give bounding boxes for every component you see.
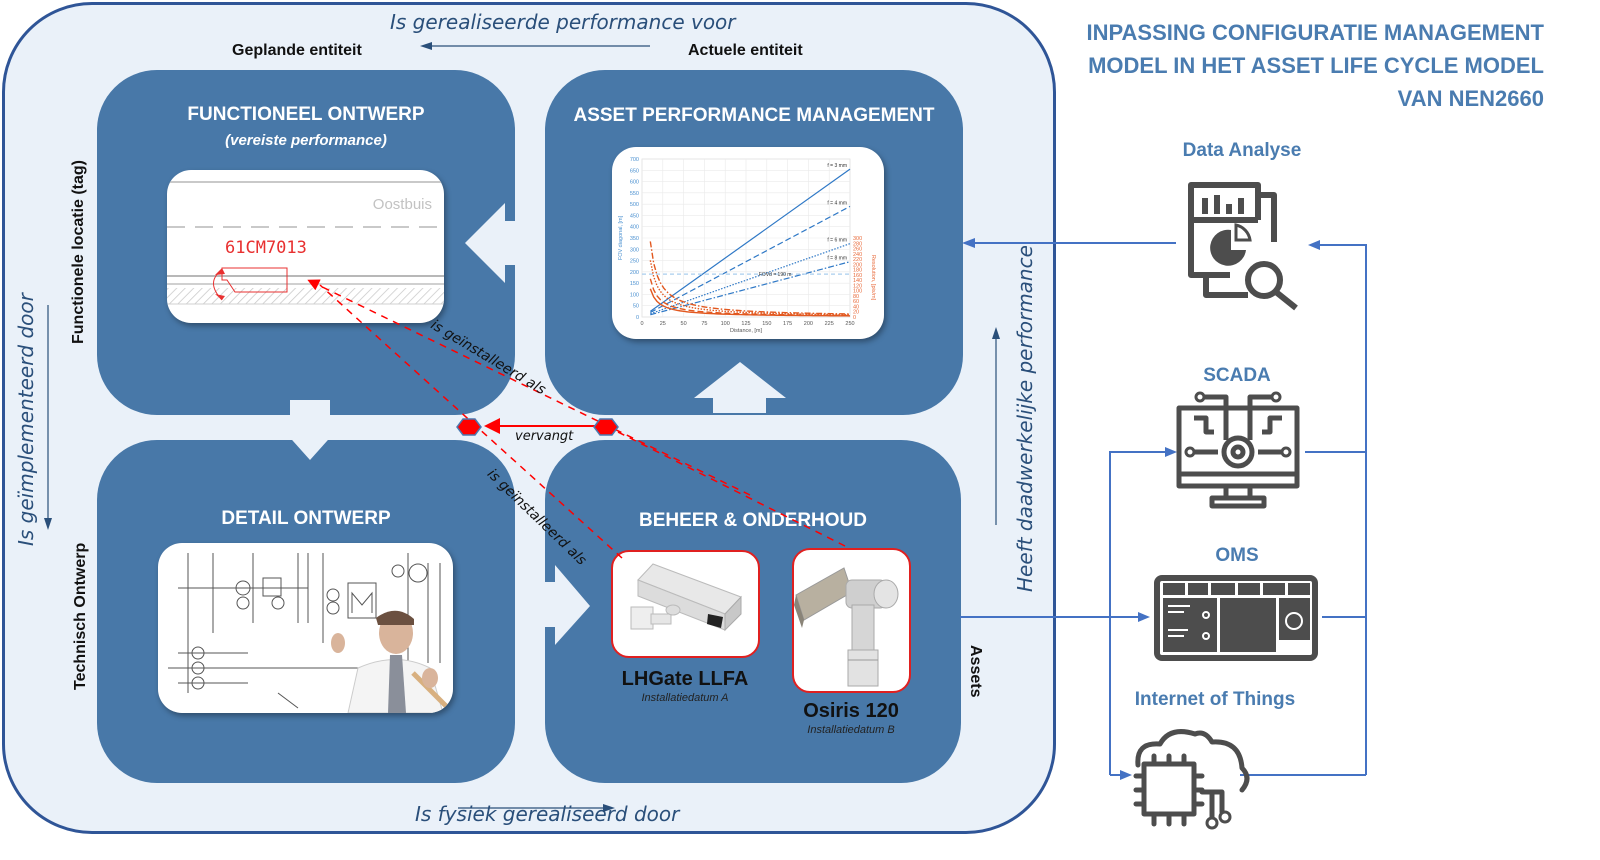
chart-x-tick-label: 100 — [721, 321, 730, 327]
chart-x-tick-label: 75 — [701, 321, 707, 327]
chart-x-tick-label: 0 — [640, 321, 643, 327]
chart-x-tick-label: 200 — [804, 321, 813, 327]
relation-top-arrow — [420, 42, 650, 50]
relation-bottom-arrow — [458, 804, 615, 812]
asset-install-date: Installatiedatum A — [641, 692, 729, 704]
schematic-svg — [168, 553, 450, 713]
chart-x-tick-label: 150 — [762, 321, 771, 327]
chart-y2-tick-label: 240 — [853, 252, 862, 258]
asset-tag: 61CM7013 — [225, 238, 307, 258]
tube-label: Oostbuis — [372, 196, 432, 213]
chart-y-tick-label: 50 — [633, 304, 639, 310]
chart-y2-tick-label: 100 — [853, 289, 862, 295]
system-label-iot: Internet of Things — [1134, 689, 1296, 710]
chart-y-tick-label: 250 — [630, 259, 639, 265]
chart-y2-tick-label: 80 — [853, 294, 859, 300]
chart-x-tick-label: 50 — [681, 321, 687, 327]
technical-design-label: Technisch Ontwerp — [72, 542, 89, 690]
chart-y-tick-label: 150 — [630, 281, 639, 287]
chart-y-tick-label: 100 — [630, 292, 639, 298]
chart-series-annotation: f = 3 mm — [827, 163, 847, 169]
chart-x-tick-label: 125 — [741, 321, 750, 327]
chart-series-line — [650, 243, 851, 315]
chart-series-annotation: f = 4 mm — [827, 200, 847, 206]
chart-x-axis-label: Distance, [m] — [730, 328, 763, 334]
chart-series-annotation: FOVd = 190 m — [759, 272, 792, 278]
chart-y-tick-label: 350 — [630, 236, 639, 242]
chart-x-tick-label: 25 — [660, 321, 666, 327]
chart-y-tick-label: 550 — [630, 191, 639, 197]
oms-dashboard-icon — [1154, 575, 1318, 661]
chart-y2-tick-label: 140 — [853, 278, 862, 284]
relation-left-arrow — [44, 305, 52, 530]
chart-series-annotation: f = 8 mm — [827, 256, 847, 262]
tunnel-drawing: Oostbuis 61CM7013 — [167, 170, 444, 323]
chart-y-tick-label: 500 — [630, 202, 639, 208]
planned-entity-label: Geplande entiteit — [232, 42, 362, 59]
chart-y2-axis-label: Resolution, [pix/m] — [870, 255, 876, 301]
quadrant-subtitle: (vereiste performance) — [225, 132, 387, 149]
chart-x-tick-label: 250 — [845, 321, 854, 327]
chart-y-tick-label: 600 — [630, 180, 639, 186]
relation-right-arrow — [992, 327, 1000, 525]
actual-entity-label: Actuele entiteit — [688, 42, 803, 59]
chart-y2-tick-label: 60 — [853, 299, 859, 305]
engineer-figure — [331, 610, 450, 713]
chart-y2-tick-label: 0 — [853, 315, 856, 321]
chart-y2-tick-label: 260 — [853, 247, 862, 253]
chart-y-tick-label: 200 — [630, 270, 639, 276]
chart-y2-tick-label: 20 — [853, 310, 859, 316]
assets-label: Assets — [967, 645, 984, 698]
asset-name: Osiris 120 — [803, 700, 899, 722]
title-line: INPASSING CONFIGURATIE MANAGEMENT — [1086, 20, 1544, 45]
quadrant-title: FUNCTIONEEL ONTWERP — [187, 104, 425, 125]
asset-name: LHGate LLFA — [621, 668, 749, 690]
chart-y-tick-label: 300 — [630, 247, 639, 253]
chart-y2-tick-label: 180 — [853, 268, 862, 274]
box-camera-icon — [630, 563, 742, 632]
system-label-scada: SCADA — [1203, 365, 1271, 386]
relation-left-label: Is geïmplementeerd door — [14, 293, 38, 546]
chart-y2-tick-label: 120 — [853, 283, 862, 289]
data-analysis-icon — [1188, 182, 1298, 311]
chart-x-tick-label: 225 — [825, 321, 834, 327]
chart-y-tick-label: 0 — [636, 315, 639, 321]
chart-y2-tick-label: 300 — [853, 236, 862, 242]
relation-replaces: vervangt — [515, 429, 574, 444]
relation-top-label: Is gerealiseerde performance voor — [390, 10, 736, 34]
iot-cloud-chip-icon — [1133, 729, 1250, 830]
system-label-data-analysis: Data Analyse — [1182, 140, 1302, 161]
chart-y-tick-label: 450 — [630, 213, 639, 219]
quadrant-title: ASSET PERFORMANCE MANAGEMENT — [573, 105, 935, 126]
chart-y-tick-label: 700 — [630, 157, 639, 163]
scada-monitor-icon — [1176, 391, 1300, 509]
asset-card-lhgate[interactable] — [611, 550, 760, 658]
chart-y-axis-label: FOV diagonal, [m] — [618, 215, 624, 260]
chart-y-tick-label: 650 — [630, 168, 639, 174]
relation-bottom-label: Is fysiek gerealiseerd door — [415, 802, 680, 826]
engineer-schematic-photo — [158, 543, 453, 713]
chart-series-annotation: f = 6 mm — [827, 238, 847, 244]
title-line: MODEL IN HET ASSET LIFE CYCLE MODEL — [1088, 53, 1544, 78]
relation-right-label: Heeft daadwerkelijke performance — [1013, 245, 1037, 592]
chart-y-tick-label: 400 — [630, 225, 639, 231]
chart-y2-tick-label: 40 — [853, 304, 859, 310]
ptz-camera-icon — [794, 567, 899, 687]
quadrant-title: DETAIL ONTWERP — [221, 508, 391, 529]
chart-x-tick-label: 175 — [783, 321, 792, 327]
diagram-title: INPASSING CONFIGURATIE MANAGEMENT MODEL … — [1086, 16, 1544, 115]
asset-card-osiris[interactable] — [792, 548, 911, 693]
chart-y2-tick-label: 160 — [853, 273, 862, 279]
functional-location-label: Functionele locatie (tag) — [70, 159, 87, 344]
asset-install-date: Installatiedatum B — [807, 724, 895, 736]
chart-y2-tick-label: 280 — [853, 241, 862, 247]
title-line: VAN NEN2660 — [1397, 86, 1544, 111]
quadrant-title: BEHEER & ONDERHOUD — [638, 510, 868, 531]
system-label-oms: OMS — [1215, 545, 1259, 566]
chart-y2-tick-label: 200 — [853, 262, 862, 268]
chart-y2-tick-label: 220 — [853, 257, 862, 263]
